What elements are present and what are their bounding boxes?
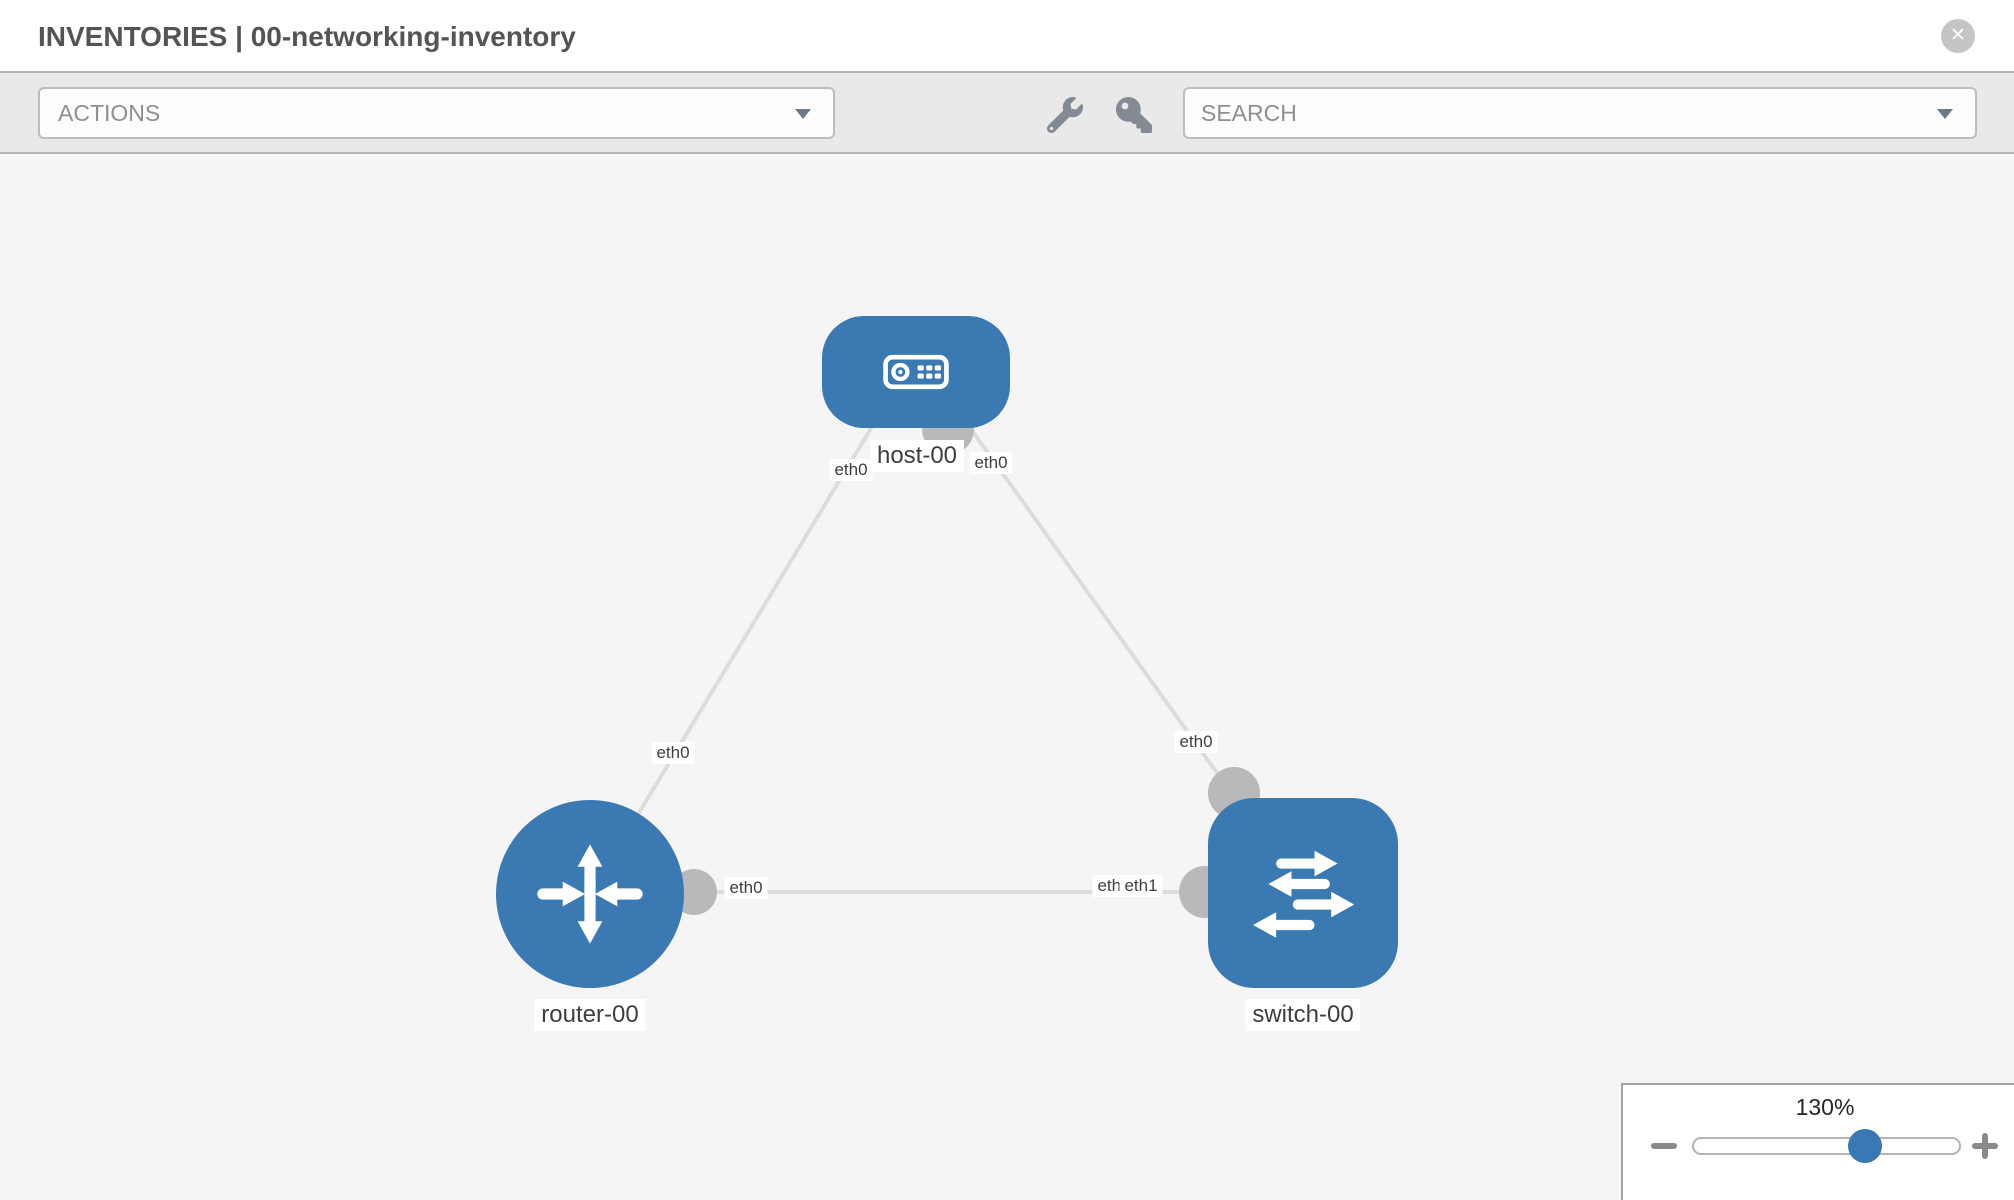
zoom-slider-knob[interactable] xyxy=(1848,1129,1882,1163)
switch-icon xyxy=(1253,850,1355,938)
node-host-00[interactable] xyxy=(822,316,1010,428)
interface-label: eth0 xyxy=(1174,731,1218,753)
chevron-down-icon xyxy=(795,109,811,119)
links-layer xyxy=(588,370,1305,918)
interface-label: eth0 xyxy=(969,452,1013,474)
actions-dropdown[interactable]: ACTIONS xyxy=(38,87,835,139)
chevron-down-icon xyxy=(1937,109,1953,119)
close-icon: ✕ xyxy=(1950,25,1966,46)
search-input[interactable] xyxy=(1185,89,1975,137)
interface-label: eth0 xyxy=(724,877,768,899)
key-icon xyxy=(1116,97,1152,133)
header-bar: INVENTORIES | 00-networking-inventory ✕ xyxy=(0,0,2014,71)
node-label-router-00: router-00 xyxy=(534,999,646,1031)
toolbar: ACTIONS xyxy=(0,71,2014,154)
wrench-icon xyxy=(1047,97,1083,133)
topology-canvas[interactable]: host-00 router-00 switch-00 eth0 eth0 et… xyxy=(0,154,2014,1200)
close-button[interactable]: ✕ xyxy=(1941,19,1975,53)
zoom-panel: 130% xyxy=(1621,1083,2014,1200)
host-icon xyxy=(883,354,949,390)
search-dropdown[interactable] xyxy=(1183,87,1977,139)
page-title: INVENTORIES | 00-networking-inventory xyxy=(38,21,576,52)
node-router-00[interactable] xyxy=(496,800,684,988)
zoom-slider-track[interactable] xyxy=(1692,1137,1961,1155)
interface-label: eth0 xyxy=(651,742,695,764)
zoom-out-button[interactable] xyxy=(1650,1133,1678,1159)
interface-label: eth1 xyxy=(1119,875,1163,897)
node-label-host-00: host-00 xyxy=(869,440,965,472)
interface-label: eth0 xyxy=(829,459,873,481)
credentials-button[interactable] xyxy=(1116,97,1152,133)
actions-dropdown-label: ACTIONS xyxy=(58,100,161,126)
zoom-value: 130% xyxy=(1795,1094,1855,1120)
router-icon xyxy=(537,844,643,944)
minus-icon xyxy=(1651,1143,1677,1149)
zoom-in-button[interactable] xyxy=(1971,1132,1999,1160)
node-label-switch-00: switch-00 xyxy=(1245,999,1361,1031)
node-switch-00[interactable] xyxy=(1208,798,1398,988)
tools-button[interactable] xyxy=(1047,97,1083,133)
